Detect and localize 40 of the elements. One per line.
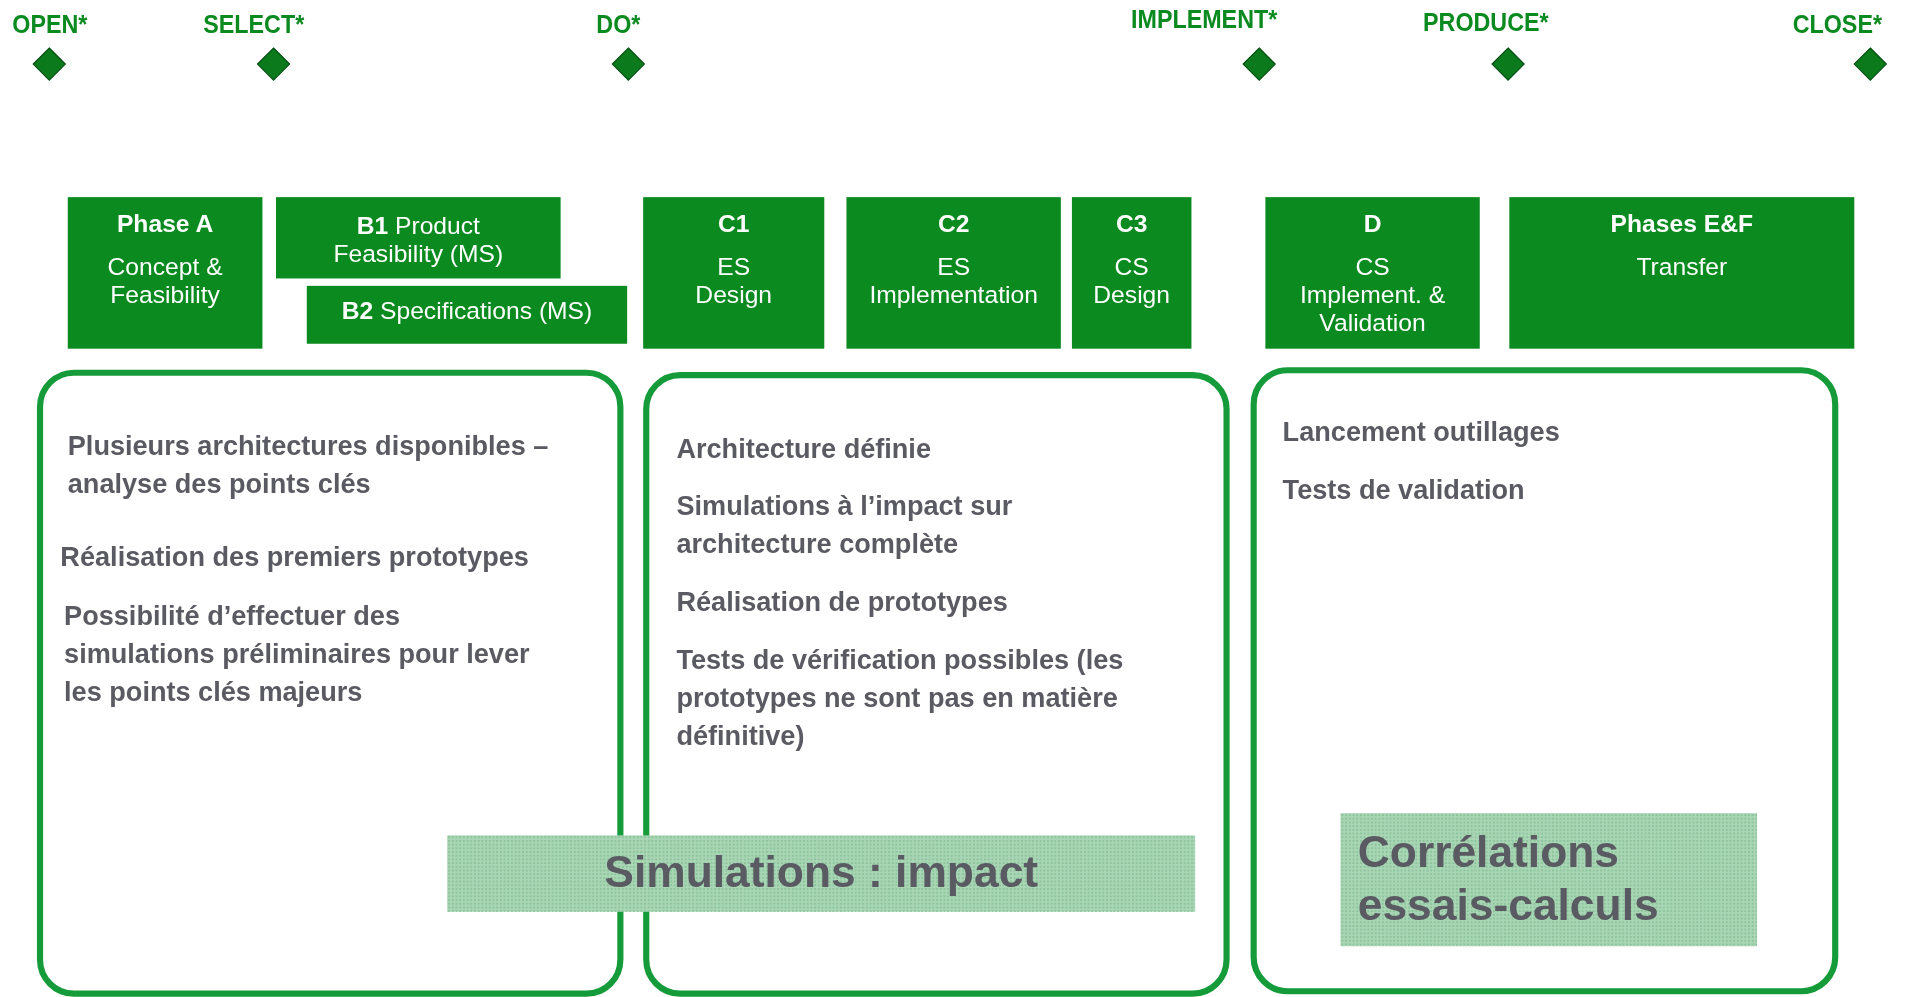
phase-title: C1: [716, 209, 751, 238]
phase-title: C3: [1114, 209, 1149, 238]
phase-title: B1 Product Feasibility (MS): [333, 211, 504, 268]
phase-box: [643, 197, 825, 349]
phase-box: [1071, 197, 1192, 349]
milestone-label: CLOSE*: [1792, 9, 1882, 40]
bullet-text: Tests de vérification possibles (les prototypes ne sont pas en matière définitive): [676, 643, 1125, 754]
bullet-text: Architecture définie: [676, 432, 932, 467]
phase-description: CS Design: [1092, 252, 1172, 310]
phase-box: [846, 197, 1061, 349]
phase-title: B2 Specifications (MS): [341, 296, 593, 325]
milestone-label: IMPLEMENT*: [1131, 4, 1278, 35]
highlight-banner: Corrélations essais-calculs: [1340, 813, 1757, 947]
bullet-text: Possibilité d’effectuer des simulations préliminaires pour lever les points clés majeurs: [64, 599, 531, 709]
highlight-banner: Simulations : impact: [447, 835, 1196, 912]
phase-description: Concept & Feasibility: [106, 252, 224, 310]
phase-description: CS Implement. & Validation: [1298, 252, 1447, 338]
phase-box: [67, 197, 263, 349]
phase-box: [1509, 197, 1855, 349]
phase-box: [1265, 197, 1480, 349]
milestone-label: SELECT*: [203, 9, 305, 40]
bullet-text: Simulations à l’impact sur architecture complète: [676, 489, 1014, 562]
milestone-label: DO*: [596, 9, 641, 40]
phase-title: D: [1362, 209, 1383, 238]
phase-box: [276, 197, 561, 279]
bullet-text: Réalisation des premiers prototypes: [60, 539, 530, 574]
phase-title: Phases E&F: [1609, 209, 1755, 238]
bullet-text: Réalisation de prototypes: [676, 585, 1009, 620]
phase-title: C2: [936, 209, 971, 238]
phase-description: ES Implementation: [868, 252, 1039, 310]
bullet-text: Lancement outillages: [1282, 415, 1561, 450]
milestone-label: OPEN*: [12, 9, 88, 40]
milestone-label: PRODUCE*: [1423, 7, 1549, 37]
bullet-text: Plusieurs architectures disponibles – analyse des points clés: [67, 429, 550, 501]
phase-title: Phase A: [115, 209, 215, 238]
phase-description: Transfer: [1635, 252, 1729, 281]
rounded-panel: [1250, 367, 1839, 995]
phase-box: [306, 285, 628, 344]
phase-description: ES Design: [694, 252, 774, 310]
bullet-text: Tests de validation: [1282, 473, 1526, 508]
